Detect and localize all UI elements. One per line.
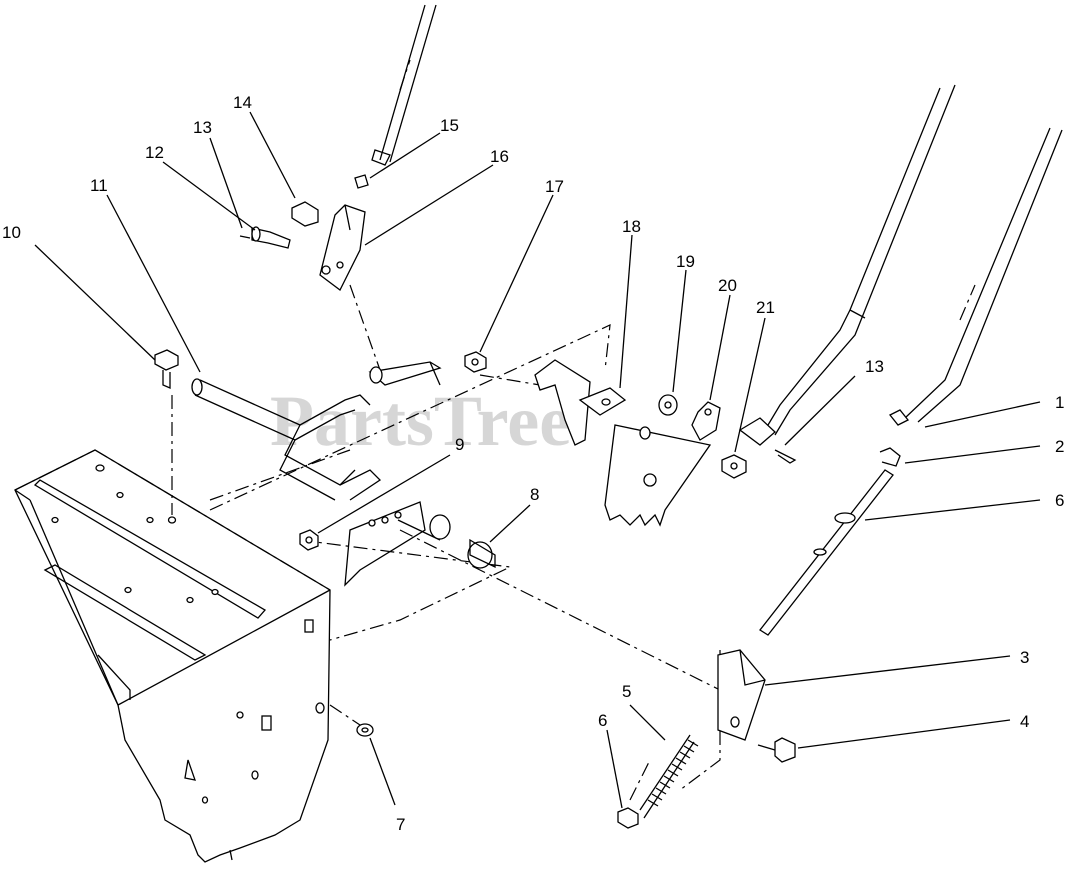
- hex-nut-9: [299, 529, 319, 551]
- mount-bracket: [344, 501, 496, 587]
- hex-nut-6: [617, 807, 639, 829]
- bracket-18: [534, 359, 627, 446]
- callout-1: 1: [1055, 393, 1064, 412]
- callout-21: 21: [756, 298, 775, 317]
- hex-bolt-4: [757, 737, 796, 763]
- shift-rod: [191, 378, 382, 501]
- callout-labels: 1 2 3 4 5 6 6 7 8 9 10 11 12 13 13 14 15…: [2, 93, 1064, 834]
- callout-10: 10: [2, 223, 21, 242]
- callout-13-right: 13: [865, 357, 884, 376]
- callout-3: 3: [1020, 648, 1029, 667]
- callout-5: 5: [622, 682, 631, 701]
- callout-2: 2: [1055, 437, 1064, 456]
- callout-15: 15: [440, 116, 459, 135]
- shift-handle-upper: [319, 4, 437, 291]
- watermark: PartsTree TM: [270, 381, 613, 461]
- callout-6-lower: 6: [598, 711, 607, 730]
- callout-18: 18: [622, 217, 641, 236]
- link-rod: [368, 361, 442, 386]
- shift-rod-6: [759, 469, 894, 636]
- assembly-lines: [171, 284, 741, 801]
- watermark-text: PartsTree: [270, 381, 571, 461]
- callout-9: 9: [455, 435, 464, 454]
- frame-panel: [14, 449, 331, 863]
- shift-lever: [738, 84, 956, 446]
- lever-bushing-20: [691, 401, 721, 441]
- callout-12: 12: [145, 143, 164, 162]
- callout-20: 20: [718, 276, 737, 295]
- callout-14: 14: [233, 93, 252, 112]
- cotter-pin-13-right: [774, 449, 797, 464]
- extension-spring-5: [639, 734, 699, 819]
- callout-19: 19: [676, 252, 695, 271]
- callout-6-right: 6: [1055, 491, 1064, 510]
- hex-nut-7: [356, 723, 374, 737]
- callout-8: 8: [530, 485, 539, 504]
- bracket-3: [717, 649, 766, 741]
- callout-16: 16: [490, 147, 509, 166]
- callout-7: 7: [396, 815, 405, 834]
- callout-leaders: [34, 111, 1041, 809]
- callout-11: 11: [90, 176, 108, 195]
- hex-bolt-10: [154, 349, 179, 389]
- clevis-pin-12: [239, 226, 291, 249]
- control-rod: [888, 127, 1063, 426]
- callout-4: 4: [1020, 712, 1029, 731]
- washer-19: [658, 394, 678, 416]
- hex-nut-21: [721, 454, 747, 479]
- spring-clip-2: [879, 447, 901, 467]
- clip-14: [291, 201, 319, 227]
- shift-gate-plate: [604, 424, 712, 527]
- callout-17: 17: [545, 177, 564, 196]
- callout-13-left: 13: [193, 118, 212, 137]
- hex-nut-17: [464, 351, 487, 373]
